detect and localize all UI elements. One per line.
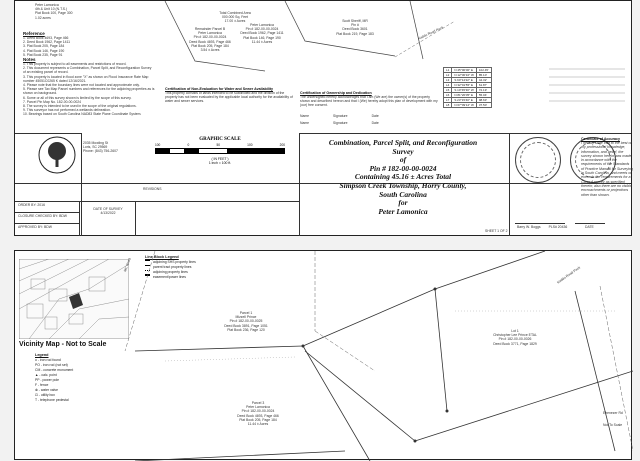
line-table-cell: 37.50' [475, 102, 492, 108]
legend-item: CM - concrete monument [35, 367, 74, 372]
line-table-cell: N 45°00'00" E [451, 67, 477, 73]
vicinity-map-title: Vicinity Map - Not to Scale [19, 341, 107, 348]
line-table-cell: N 81°20'05" E [451, 92, 477, 98]
not-to-scale-label: Not To Scale [603, 423, 623, 427]
top-left-owner-note: Peter Lamonica 4th & Unit 10 (N.T.S.) Pl… [35, 3, 73, 20]
legend-item: F - fence [35, 382, 49, 387]
legend-item: ▲ - calc. point [35, 372, 57, 377]
sheet-number: SHEET 1 OF 2 [485, 229, 508, 233]
company-info: 2035 Mowling St Loris, SC 29569 Phone: (… [83, 141, 118, 154]
line-table-cell: L8 [442, 102, 453, 108]
line-table-cell: N 32°01'55" E [451, 82, 477, 88]
vicinity-map [19, 259, 129, 339]
legend-item: PP - power pole [35, 377, 60, 382]
notes-title: Notes [23, 57, 36, 62]
order-by: ORDER BY: 2016 [18, 203, 45, 207]
ownership-certification: Certification of Ownership and Dedicatio… [300, 91, 438, 125]
road-label-ebenezer: Ebenezer Rd [603, 411, 623, 415]
water-sewer-certification: Certification of Non-Evaluation for Wate… [165, 87, 293, 104]
legend-item: PO - iron rod (not set) [35, 362, 68, 367]
revisions-label: REVISIONS [143, 187, 162, 191]
signature-date-label: DATE [585, 225, 594, 229]
legend-item: o - iron rod found [35, 357, 61, 362]
boundary-linework-top [164, 1, 455, 72]
surveyor-seal-2 [570, 137, 616, 183]
line-table-cell: S 23°15'40" E [451, 97, 477, 103]
legend-item: ⊡ - utility box [35, 392, 55, 397]
company-logo-tree [38, 136, 76, 174]
survey-sheet-2: Vicinity Map - Not to Scale Legend o - i… [14, 250, 633, 461]
date-of-survey: DATE OF SURVEY 4/13/2022 [93, 207, 123, 216]
line-table-cell: 102.45' [475, 67, 492, 73]
parcel-center-label: Parcel 1 Mizzell Prince Pin # 182-00-00-… [224, 311, 268, 332]
parcel-bottom-label: Parcel 3 Peter Lamonica Pin # 182-00-00-… [237, 401, 279, 427]
legend-item: ⊗ - water valve [35, 387, 59, 392]
surveyor-seal-1 [515, 137, 561, 183]
legend-item: T - telephone pedestal [35, 397, 69, 402]
references-title: Reference [23, 31, 45, 36]
approved-by: APPROVED BY: BDW [18, 225, 52, 229]
line-table-cell: S 10°45'30" W [451, 87, 477, 93]
survey-title-block: Combination, Parcel Split, and Reconfigu… [328, 138, 478, 216]
survey-sheet-1: Peter Lamonica 4th & Unit 10 (N.T.S.) Pl… [14, 0, 633, 236]
total-area-label: Total Combined Area 000.000 Sq. Feet 17.… [219, 11, 251, 24]
accuracy-certificate: Certificate of Accuracy I hereby state t… [581, 137, 633, 197]
notes-block: Notes 1. This property is subject to all… [23, 57, 155, 117]
parcel-lamonica-label: Peter Lamonica Pin # 182-00-00-0024 Deed… [240, 23, 284, 44]
line-legend: Line Block Legend adjoining SHS property… [145, 255, 196, 279]
parcel-right-label: Lot 1 Christopher Lee Prince ETAL Pin # … [493, 329, 537, 346]
closure-checked: CLOSURE CHECKED BY: BDW [18, 214, 67, 218]
boundary-linework-main [124, 251, 633, 461]
line-table-cell: N 12°30'10" W [451, 72, 477, 78]
symbol-legend: Legend o - iron rod found PO - iron rod … [35, 353, 115, 402]
table-dotlines [549, 68, 625, 102]
line-table-cell: S 60°14'22" E [451, 77, 477, 83]
graphic-scale: GRAPHIC SCALE 100 0 50 100 200 ( IN FEET… [155, 137, 285, 165]
line-table-cell: N 67°09'12" W [451, 102, 477, 108]
adjoiner-right-label: Scott Sheriff, MR Pin # Deed Book 3601 P… [336, 19, 374, 36]
remainder-parcel-label: Remainder Parcel B Peter Lamonica Pin # … [189, 27, 231, 53]
references-block: Reference 1. Deed Book 4693, Page 466 2.… [23, 31, 143, 57]
